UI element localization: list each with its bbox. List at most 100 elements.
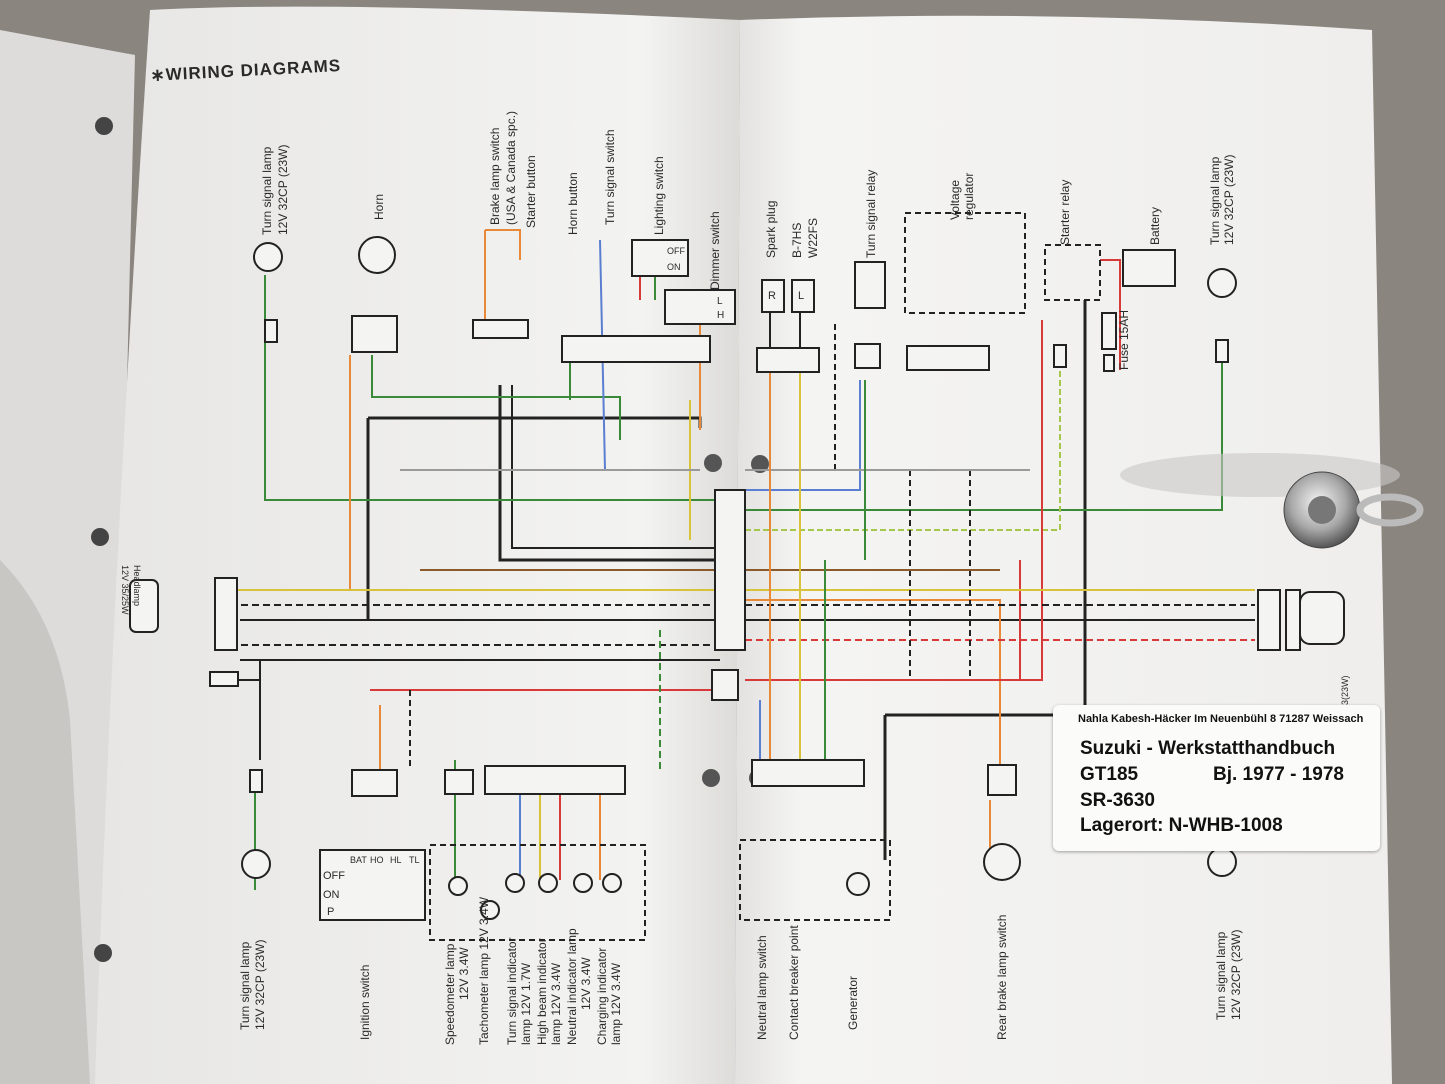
label-dimmer-switch: Dimmer switch — [708, 211, 722, 290]
left-page — [95, 6, 740, 1084]
headlamp-icon — [129, 579, 159, 633]
label-headlamp-spec: 12V 35/25W — [120, 565, 130, 615]
label-turn-signal-bottom-left-spec: 12V 32CP (23W) — [253, 939, 267, 1031]
meter-lamp-icon — [480, 900, 500, 920]
ign-row-off: OFF — [323, 870, 345, 882]
regulator-icon — [904, 212, 1026, 314]
label-contact-breaker-point: Contact breaker point — [787, 925, 801, 1040]
label-battery: Battery — [1148, 206, 1162, 245]
relay-icon — [854, 261, 886, 309]
meter-lamp-icon — [538, 873, 558, 893]
label-starter-button: Starter button — [524, 155, 538, 228]
meter-lamp-icon — [448, 876, 468, 896]
label-high-beam-indicator: High beam indicator — [535, 938, 549, 1045]
lamp-icon — [253, 242, 283, 272]
binder-holes — [91, 117, 769, 962]
label-ignition-switch: Ignition switch — [358, 964, 372, 1040]
label-lighting-switch: Lighting switch — [652, 156, 666, 235]
label-tail-spec-fragment: 3(23W) — [1340, 675, 1350, 705]
right-page — [735, 15, 1392, 1084]
ignition-switch-table — [319, 849, 426, 921]
label-speedometer-lamp: Speedometer lamp — [443, 943, 457, 1045]
label-rear-brake-switch: Rear brake lamp switch — [995, 914, 1009, 1040]
label-plug-type-1: B-7HS — [790, 222, 804, 258]
ign-row-p: P — [327, 906, 335, 918]
wiring-harness — [225, 229, 1255, 890]
label-turn-signal-relay: Turn signal relay — [864, 169, 878, 258]
sticker-location: Lagerort: N-WHB-1008 — [1080, 815, 1283, 836]
battery-icon — [1122, 249, 1176, 287]
label-headlamp: Headlamp — [132, 565, 142, 607]
label-turn-signal-switch: Turn signal switch — [603, 129, 617, 225]
fuse-icon — [1101, 312, 1117, 350]
spark-connector-r: R — [768, 290, 776, 302]
dimmer-row-h: H — [717, 310, 725, 321]
meter-lamp-icon — [573, 873, 593, 893]
label-horn: Horn — [372, 193, 386, 220]
label-neutral-lamp-switch: Neutral lamp switch — [755, 935, 769, 1040]
label-neutral-indicator-spec: 12V 3.4W — [579, 957, 593, 1010]
horn-icon — [358, 236, 396, 274]
spark-plug-icon — [761, 279, 785, 313]
label-charging-indicator: Charging indicator — [595, 947, 609, 1045]
label-turn-signal-bottom-right: Turn signal lamp — [1214, 931, 1228, 1020]
label-fuse: Fuse — [1117, 343, 1131, 370]
label-brake-switch: Brake lamp switch — [488, 127, 502, 225]
sticker-owner: Nahla Kabesh-Häcker Im Neuenbühl 8 71287… — [1078, 713, 1364, 725]
label-starter-relay: Starter relay — [1058, 179, 1072, 245]
lamp-icon — [1207, 268, 1237, 298]
components — [129, 212, 1345, 941]
brake-switch-icon — [983, 843, 1021, 881]
label-charging-indicator-spec: lamp 12V 3.4W — [609, 962, 623, 1045]
label-turn-signal-indicator: Turn signal indicator — [505, 937, 519, 1045]
generator-icon — [846, 872, 870, 896]
label-fuse-rating: 15AH — [1117, 309, 1131, 340]
ign-row-on: ON — [323, 889, 340, 901]
label-brake-switch-note: (USA & Canada spc.) — [504, 110, 518, 225]
label-voltage-regulator-1: Voltage — [948, 179, 962, 220]
label-turn-signal-top-right-spec: 12V 32CP (23W) — [1222, 154, 1236, 246]
starter-relay-icon — [1044, 244, 1101, 301]
spark-connector-l: L — [798, 290, 805, 302]
label-turn-signal-indicator-spec: lamp 12V 1.7W — [519, 962, 533, 1045]
inventory-sticker: Nahla Kabesh-Häcker Im Neuenbühl 8 71287… — [1053, 705, 1380, 851]
sticker-years: Bj. 1977 - 1978 — [1213, 764, 1344, 785]
binder-shadow — [0, 560, 90, 1084]
dimmer-row-l: L — [717, 296, 723, 307]
label-voltage-regulator-2: regulator — [962, 172, 976, 220]
label-turn-signal-bottom-left: Turn signal lamp — [238, 941, 252, 1030]
lighting-row-on: ON — [667, 262, 681, 272]
generator-block — [739, 839, 891, 921]
fuse-holder-icon — [1103, 354, 1115, 372]
label-turn-signal-top-left-spec: 12V 32CP (23W) — [276, 144, 290, 236]
meter-lamp-icon — [505, 873, 525, 893]
label-turn-signal-top-left: Turn signal lamp — [260, 146, 274, 235]
ign-col-bat: BAT — [350, 855, 367, 865]
lighting-switch-icon — [631, 239, 689, 277]
spark-plug-icon — [791, 279, 815, 313]
ign-col-hl: HL — [390, 855, 402, 865]
meter-lamp-icon — [602, 873, 622, 893]
lighting-row-off: OFF — [667, 246, 685, 256]
connectors — [209, 319, 1301, 797]
label-spark-plug: Spark plug — [764, 200, 778, 258]
sticker-ref: SR-3630 — [1080, 790, 1155, 811]
ign-col-ho: HO — [370, 855, 384, 865]
magnet-clip — [1120, 453, 1424, 549]
label-generator: Generator — [846, 975, 860, 1030]
sticker-manual: Suzuki - Werkstatthandbuch — [1080, 738, 1336, 759]
label-high-beam-indicator-spec: lamp 12V 3.4W — [549, 962, 563, 1045]
sticker-model: GT185 — [1080, 764, 1139, 785]
lamp-icon — [241, 849, 271, 879]
ign-col-tl: TL — [409, 855, 420, 865]
tail-lamp-icon — [1299, 591, 1345, 645]
meter-lamps-block — [429, 844, 646, 941]
lamp-icon — [1207, 847, 1237, 877]
label-tachometer-lamp: Tachometer lamp 12V 3.4W — [477, 896, 491, 1045]
label-turn-signal-bottom-right-spec: 12V 32CP (23W) — [1229, 929, 1243, 1021]
label-neutral-indicator: Neutral indicator lamp — [565, 928, 579, 1045]
horn-relay-icon — [351, 315, 398, 353]
label-plug-type-2: W22FS — [806, 217, 820, 258]
label-turn-signal-top-right: Turn signal lamp — [1208, 156, 1222, 245]
